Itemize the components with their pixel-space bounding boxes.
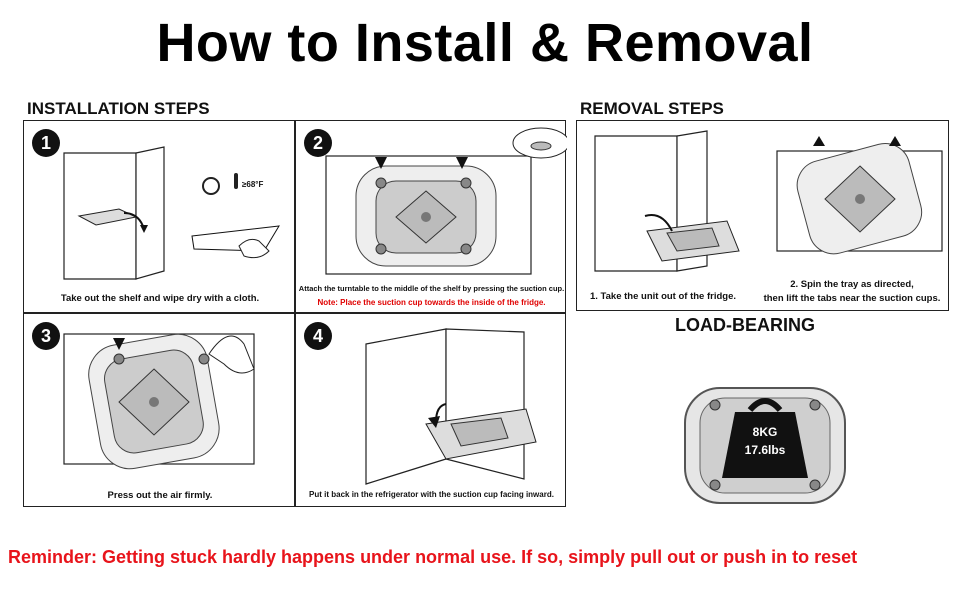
step-1-badge: 1 xyxy=(32,129,60,157)
put-back-illustration xyxy=(296,314,567,508)
step-2-badge: 2 xyxy=(304,129,332,157)
temperature-label: ≥68°F xyxy=(242,180,263,189)
thermometer-icon xyxy=(234,173,238,189)
reminder-text: Reminder: Getting stuck hardly happens u… xyxy=(8,547,857,568)
removal-step-2-caption-line2: then lift the tabs near the suction cups… xyxy=(757,293,947,304)
step-4-badge: 4 xyxy=(304,322,332,350)
install-step-3-panel: 3 Press out the air firmly. xyxy=(23,313,295,507)
removal-step-1-caption: 1. Take the unit out of the fridge. xyxy=(583,291,743,302)
installation-heading: INSTALLATION STEPS xyxy=(27,99,210,119)
install-step-1-panel: 1 ≥68°F Take out the shelf and wipe dry … xyxy=(23,120,295,313)
step-2-note: Note: Place the suction cup towards the … xyxy=(296,298,567,307)
step-1-caption: Take out the shelf and wipe dry with a c… xyxy=(24,293,296,304)
fridge-shelf-illustration xyxy=(24,121,296,314)
step-3-caption: Press out the air firmly. xyxy=(24,490,296,501)
clock-icon xyxy=(202,177,220,195)
page-title: How to Install & Removal xyxy=(0,12,970,74)
step-3-badge: 3 xyxy=(32,322,60,350)
install-step-2-panel: 2 Attach the turntable to the middle of … xyxy=(295,120,566,313)
press-air-illustration xyxy=(24,314,296,508)
removal-heading: REMOVAL STEPS xyxy=(580,99,724,119)
arrow-up-icon xyxy=(813,136,825,146)
install-step-4-panel: 4 Put it back in the refrigerator with t… xyxy=(295,313,566,507)
step-4-caption: Put it back in the refrigerator with the… xyxy=(296,490,567,499)
load-weight-lbs: 17.6lbs xyxy=(730,443,800,457)
removal-panel: 1. Take the unit out of the fridge. 2. S… xyxy=(576,120,949,311)
load-bearing-heading: LOAD-BEARING xyxy=(640,315,850,336)
step-2-caption: Attach the turntable to the middle of th… xyxy=(296,284,567,293)
removal-step-2-caption-line1: 2. Spin the tray as directed, xyxy=(757,279,947,290)
load-weight-kg: 8KG xyxy=(730,425,800,439)
